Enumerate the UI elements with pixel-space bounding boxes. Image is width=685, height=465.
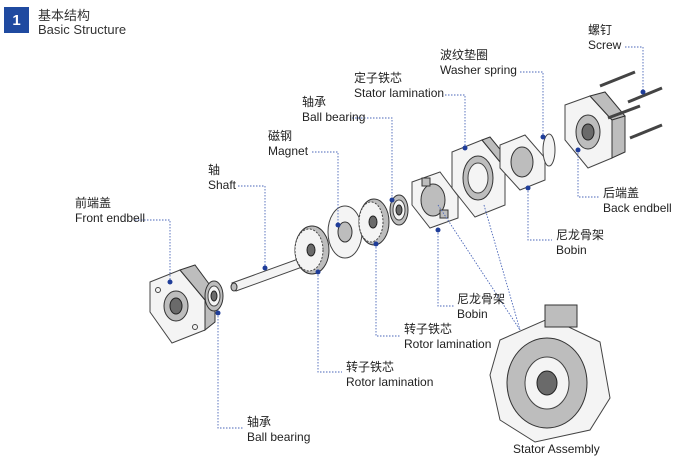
label-magnet-en: Magnet xyxy=(268,144,309,158)
label-bobin-mid-cn: 尼龙骨架 xyxy=(457,292,506,306)
label-ball-bearing-bottom-cn: 轴承 xyxy=(247,415,272,429)
label-shaft: 轴 Shaft xyxy=(208,163,236,193)
screw-parts xyxy=(599,70,663,140)
label-stator-assembly: Stator Assembly xyxy=(513,442,600,457)
label-stator-lamination-en: Stator lamination xyxy=(354,86,445,100)
label-screw-en: Screw xyxy=(588,38,622,52)
label-washer-spring: 波纹垫圈 Washer spring xyxy=(440,48,517,78)
bobin-mid-part xyxy=(411,171,459,229)
label-washer-spring-en: Washer spring xyxy=(440,63,517,77)
label-washer-spring-cn: 波纹垫圈 xyxy=(440,48,489,62)
label-ball-bearing-bottom-en: Ball bearing xyxy=(247,430,311,444)
label-shaft-en: Shaft xyxy=(208,178,237,192)
back-endbell-part xyxy=(564,91,626,169)
stator-assembly-part xyxy=(489,304,611,443)
label-screw: 螺钉 Screw xyxy=(588,23,621,53)
section-header: 1 基本结构 Basic Structure xyxy=(0,0,685,40)
section-title-cn: 基本结构 xyxy=(38,8,91,23)
label-front-endbell-en: Front endbell xyxy=(75,211,146,225)
label-magnet: 磁钢 Magnet xyxy=(268,129,308,159)
magnet-part xyxy=(327,205,363,259)
label-bobin-mid-en: Bobin xyxy=(457,307,488,321)
label-bobin-right-en: Bobin xyxy=(556,243,587,257)
label-rotor-lamination-upper-en: Rotor lamination xyxy=(404,337,492,351)
label-back-endbell-cn: 后端盖 xyxy=(603,186,640,200)
label-front-endbell-cn: 前端盖 xyxy=(75,196,112,210)
rotor-lamination-upper-part xyxy=(358,198,390,246)
label-stator-lamination-cn: 定子铁芯 xyxy=(354,71,403,85)
label-ball-bearing-top-en: Ball bearing xyxy=(302,110,366,124)
label-bobin-right-cn: 尼龙骨架 xyxy=(556,228,605,242)
section-title-en: Basic Structure xyxy=(38,22,127,37)
bobin-right-part xyxy=(499,134,546,191)
ball-bearing-top-part xyxy=(389,194,409,226)
label-ball-bearing-bottom: 轴承 Ball bearing xyxy=(247,415,310,445)
label-bobin-right: 尼龙骨架 Bobin xyxy=(556,228,604,258)
label-screw-cn: 螺钉 xyxy=(588,23,613,37)
label-magnet-cn: 磁钢 xyxy=(268,129,293,143)
front-endbell-part xyxy=(149,264,216,344)
leader-lines xyxy=(135,46,646,429)
label-rotor-lamination-lower-cn: 转子铁芯 xyxy=(346,360,395,374)
rotor-lamination-lower-part xyxy=(294,225,330,275)
label-rotor-lamination-upper: 转子铁芯 Rotor lamination xyxy=(404,322,491,352)
label-shaft-cn: 轴 xyxy=(208,163,221,177)
label-stator-lamination: 定子铁芯 Stator lamination xyxy=(354,71,444,101)
label-front-endbell: 前端盖 Front endbell xyxy=(75,196,145,226)
label-stator-assembly-en: Stator Assembly xyxy=(513,442,600,456)
label-ball-bearing-top: 轴承 Ball bearing xyxy=(302,95,365,125)
label-rotor-lamination-upper-cn: 转子铁芯 xyxy=(404,322,453,336)
label-rotor-lamination-lower: 转子铁芯 Rotor lamination xyxy=(346,360,433,390)
label-rotor-lamination-lower-en: Rotor lamination xyxy=(346,375,434,389)
label-back-endbell-en: Back endbell xyxy=(603,201,672,215)
washer-spring-part xyxy=(542,133,556,167)
label-bobin-mid: 尼龙骨架 Bobin xyxy=(457,292,505,322)
ball-bearing-bottom-part xyxy=(204,280,224,312)
label-back-endbell: 后端盖 Back endbell xyxy=(603,186,672,216)
label-ball-bearing-top-cn: 轴承 xyxy=(302,95,327,109)
section-number-badge: 1 xyxy=(4,7,29,33)
